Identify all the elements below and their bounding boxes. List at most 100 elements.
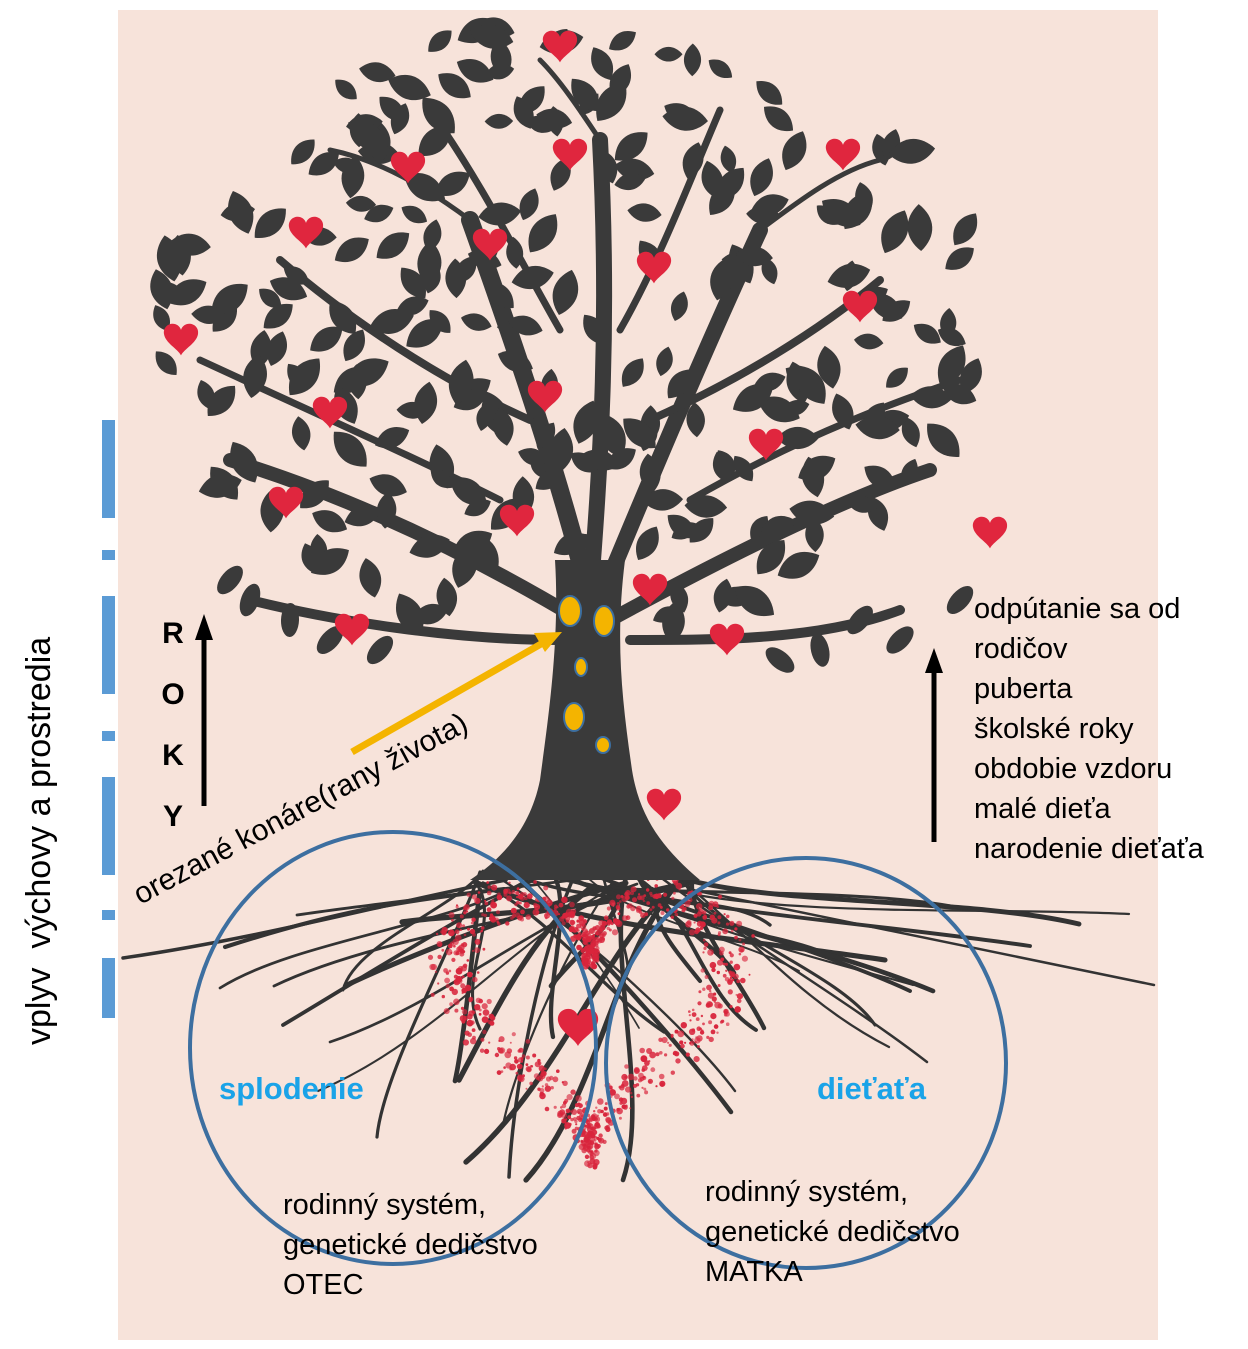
heart-speck	[632, 897, 637, 902]
heart-speck	[650, 1067, 655, 1072]
heart-speck	[489, 915, 495, 921]
heart-speck	[566, 1109, 571, 1114]
father-heritage-line: rodinný systém,	[283, 1185, 538, 1225]
heart-speck	[460, 914, 464, 918]
wound-spot	[564, 703, 584, 731]
heart-speck	[624, 1064, 629, 1069]
heart-speck	[454, 1009, 458, 1013]
heart-speck	[649, 1052, 656, 1059]
heart-speck	[467, 959, 470, 962]
heart-speck	[659, 1051, 663, 1055]
heart-speck	[575, 1123, 577, 1125]
heart-speck	[490, 902, 497, 909]
heart-speck	[616, 905, 620, 909]
heart-speck	[517, 887, 520, 890]
heart-speck	[453, 939, 459, 945]
mother-heritage-text: rodinný systém, genetické dedičstvo MATK…	[705, 1172, 960, 1292]
heart-speck	[594, 948, 596, 950]
heart-speck	[471, 918, 475, 922]
heart-speck	[694, 914, 698, 918]
heart-speck	[561, 897, 568, 904]
heart-speck	[523, 892, 527, 896]
heart-speck	[456, 976, 463, 983]
years-letter: K	[160, 739, 186, 773]
leaf	[289, 415, 313, 452]
heart-speck	[441, 949, 444, 952]
heart-speck	[742, 943, 745, 946]
heart-speck	[671, 897, 674, 900]
heart-speck	[536, 910, 540, 914]
heart-speck	[729, 971, 735, 977]
heart-speck	[526, 1088, 528, 1090]
heart-speck	[711, 1030, 716, 1035]
heart-speck	[600, 925, 606, 931]
leaf	[807, 631, 832, 668]
heart-speck	[429, 964, 435, 970]
heart-speck	[585, 946, 587, 948]
heart-speck	[463, 1039, 469, 1045]
heart-speck	[673, 1051, 678, 1056]
heart-speck	[689, 1014, 691, 1016]
heart-speck	[607, 923, 610, 926]
heart-speck	[728, 989, 733, 994]
heart-speck	[692, 1012, 697, 1017]
father-heritage-text: rodinný systém, genetické dedičstvo OTEC	[283, 1185, 538, 1305]
heart-speck	[583, 953, 585, 955]
heart-speck	[526, 914, 532, 920]
heart-speck	[561, 1118, 566, 1123]
heart-speck	[698, 990, 701, 993]
leaf	[667, 289, 692, 323]
root	[551, 873, 561, 1037]
heart-speck	[581, 928, 583, 930]
life-stage: odpútanie sa od	[974, 589, 1204, 629]
heart-speck	[646, 901, 650, 905]
heart-speck	[455, 929, 460, 934]
leaf	[906, 203, 933, 251]
heart-speck	[524, 902, 530, 908]
heart-speck	[619, 1117, 622, 1120]
heart-speck	[708, 993, 714, 999]
heart-speck	[680, 1044, 685, 1049]
heart-speck	[594, 1144, 600, 1150]
heart-speck	[595, 933, 597, 935]
heart-speck	[685, 921, 691, 927]
heart-speck	[598, 1133, 602, 1137]
years-letter: Y	[160, 800, 186, 834]
heart-speck	[590, 950, 594, 954]
heart-speck	[716, 1032, 718, 1034]
heart-speck	[592, 1117, 597, 1122]
heart-speck	[516, 1072, 519, 1075]
heart-speck	[707, 1002, 713, 1008]
heart-speck	[591, 943, 593, 945]
heart-speck	[428, 955, 433, 960]
heart-speck	[456, 922, 462, 928]
heart-speck	[448, 970, 451, 973]
heart-speck	[540, 1073, 546, 1079]
heart-speck	[582, 938, 585, 941]
heart-speck	[726, 1022, 730, 1026]
leaf	[615, 353, 650, 392]
heart-speck	[619, 1086, 622, 1089]
heart-speck	[684, 1042, 686, 1044]
heart-speck	[726, 923, 729, 926]
heart-speck	[526, 1039, 531, 1044]
heart-speck	[577, 1109, 583, 1115]
heart-speck	[497, 893, 501, 897]
leaf	[940, 241, 979, 277]
heart-speck	[636, 1094, 640, 1098]
heart-speck	[582, 925, 584, 927]
heart-speck	[571, 1109, 577, 1115]
heart-speck	[740, 978, 746, 984]
heart-speck	[614, 1094, 620, 1100]
father-heritage-line: genetické dedičstvo	[283, 1225, 538, 1265]
heart-speck	[604, 1107, 608, 1111]
heart-speck	[675, 1030, 679, 1034]
heart-speck	[700, 1030, 704, 1034]
heart-speck	[483, 1009, 490, 1016]
leaf	[150, 346, 183, 380]
heart-speck	[628, 903, 633, 908]
heart-speck	[514, 1059, 519, 1064]
leaf	[654, 47, 682, 62]
heart-speck	[436, 933, 438, 935]
heart-speck	[660, 906, 663, 909]
